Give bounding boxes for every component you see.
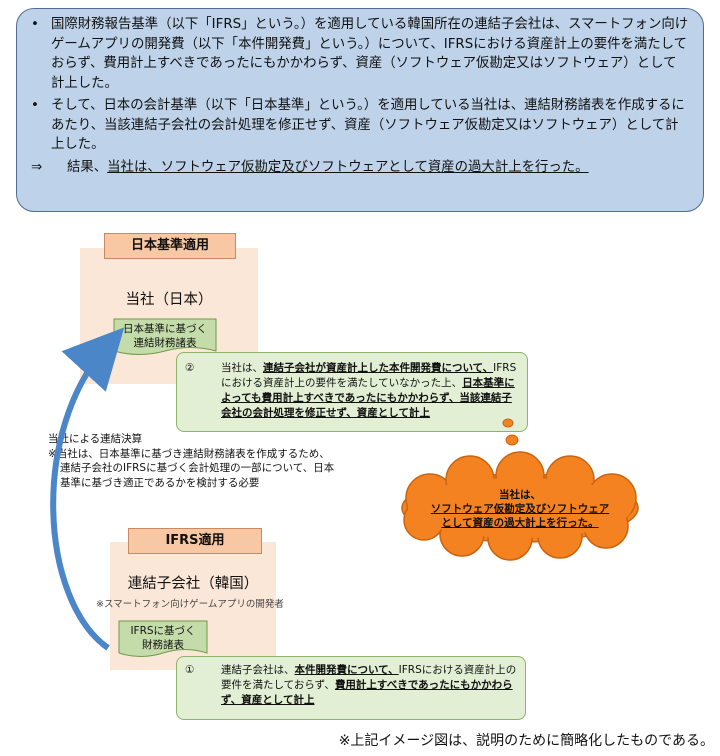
japan-financial-statements-doc: 日本基準に基づく 連結財務諸表 (113, 318, 217, 358)
cloud-line-3: として資産の過大計上を行った。 (441, 517, 599, 529)
summary-bullet-1-text: 国際財務報告基準（以下「IFRS」という。）を適用している韓国所在の連結子会社は… (51, 17, 689, 91)
result-emphasis: 当社は、ソフトウェア仮勘定及びソフトウェアとして資産の過大計上を行った。 (107, 159, 589, 175)
cloud-line-1: 当社は、 (499, 489, 541, 501)
summary-bullet-2: • そして、日本の会計基準（以下「日本基準」という。）を適用している当社は、連結… (31, 96, 689, 155)
korea-developer-note: ※スマートフォン向けゲームアプリの開発者 (96, 599, 284, 610)
japan-standard-tag: 日本基準適用 (104, 233, 236, 259)
summary-bullet-1: • 国際財務報告基準（以下「IFRS」という。）を適用している韓国所在の連結子会… (31, 15, 689, 93)
consolidation-note: 当社による連結決算 ※当社は、日本基準に基づき連結財務諸表を作成するため、 連結… (48, 432, 338, 490)
callout1-text-1: 連結子会社は、 (221, 664, 295, 676)
consolidation-note-line: ※当社は、日本基準に基づき連結財務諸表を作成するため、 (48, 447, 330, 460)
summary-result: ⇒ 結果、当社は、ソフトウェア仮勘定及びソフトウェアとして資産の過大計上を行った… (31, 158, 689, 178)
callout2-text-4: 日本基準によっても費用計上すべきであったにもかかわらず、当該連結子会社の会計処理… (221, 377, 515, 419)
disclaimer-note: ※上記イメージ図は、説明のために簡略化したものである。 (338, 733, 714, 749)
step-number-2: ② (185, 362, 195, 374)
doc-line-1: 日本基準に基づく (123, 323, 207, 335)
document-shape-icon (118, 620, 208, 657)
cloud-line-2: ソフトウェア仮勘定及びソフトウェア (430, 503, 610, 515)
callout2-text-3: IFRSにおける資産計上の要件を満たしていなかった上、 (221, 362, 517, 389)
summary-bullet-2-text: そして、日本の会計基準（以下「日本基準」という。）を適用している当社は、連結財務… (51, 98, 685, 152)
result-arrow-mark: ⇒ (31, 159, 43, 175)
result-prefix: 結果、 (67, 159, 108, 175)
doc-line-2: 財務諸表 (142, 639, 184, 651)
callout1-text-4: 費用計上すべきであったにもかかわらず、資産として計上 (221, 679, 513, 706)
callout2-text-2: 連結子会社が資産計上した本件開発費について、 (263, 362, 494, 374)
callout1-text-2: 本件開発費について、 (294, 664, 399, 676)
result-cloud-text: 当社は、 ソフトウェア仮勘定及びソフトウェア として資産の過大計上を行った。 (402, 488, 638, 530)
korea-financial-statements-doc: IFRSに基づく 財務諸表 (118, 620, 208, 660)
doc-line-1: IFRSに基づく (130, 625, 196, 637)
bullet-mark: • (31, 17, 39, 32)
callout-parent-treatment: ② 当社は、連結子会社が資産計上した本件開発費について、IFRSにおける資産計上… (176, 352, 528, 432)
consolidation-title: 当社による連結決算 (48, 433, 143, 445)
ifrs-standard-tag: IFRS適用 (128, 528, 262, 554)
japan-entity-name: 当社（日本） (125, 292, 213, 308)
consolidation-note-detail: 連結子会社のIFRSに基づく会計処理の一部について、日本基準に基づき適正であるか… (60, 462, 335, 489)
callout2-text-1: 当社は、 (221, 362, 263, 374)
document-shape-icon (113, 318, 217, 355)
step-number-1: ① (185, 664, 195, 676)
korea-entity-name: 連結子会社（韓国） (127, 576, 259, 592)
callout1-text-3: IFRSにおける資産計上の要件を満たしておらず、 (221, 664, 517, 691)
callout-subsidiary-treatment: ① 連結子会社は、本件開発費について、IFRSにおける資産計上の要件を満たしてお… (176, 656, 526, 720)
doc-line-2: 連結財務諸表 (133, 337, 197, 349)
consolidation-arrow (50, 327, 125, 651)
summary-box: • 国際財務報告基準（以下「IFRS」という。）を適用している韓国所在の連結子会… (16, 8, 704, 212)
bullet-mark: • (31, 98, 39, 113)
